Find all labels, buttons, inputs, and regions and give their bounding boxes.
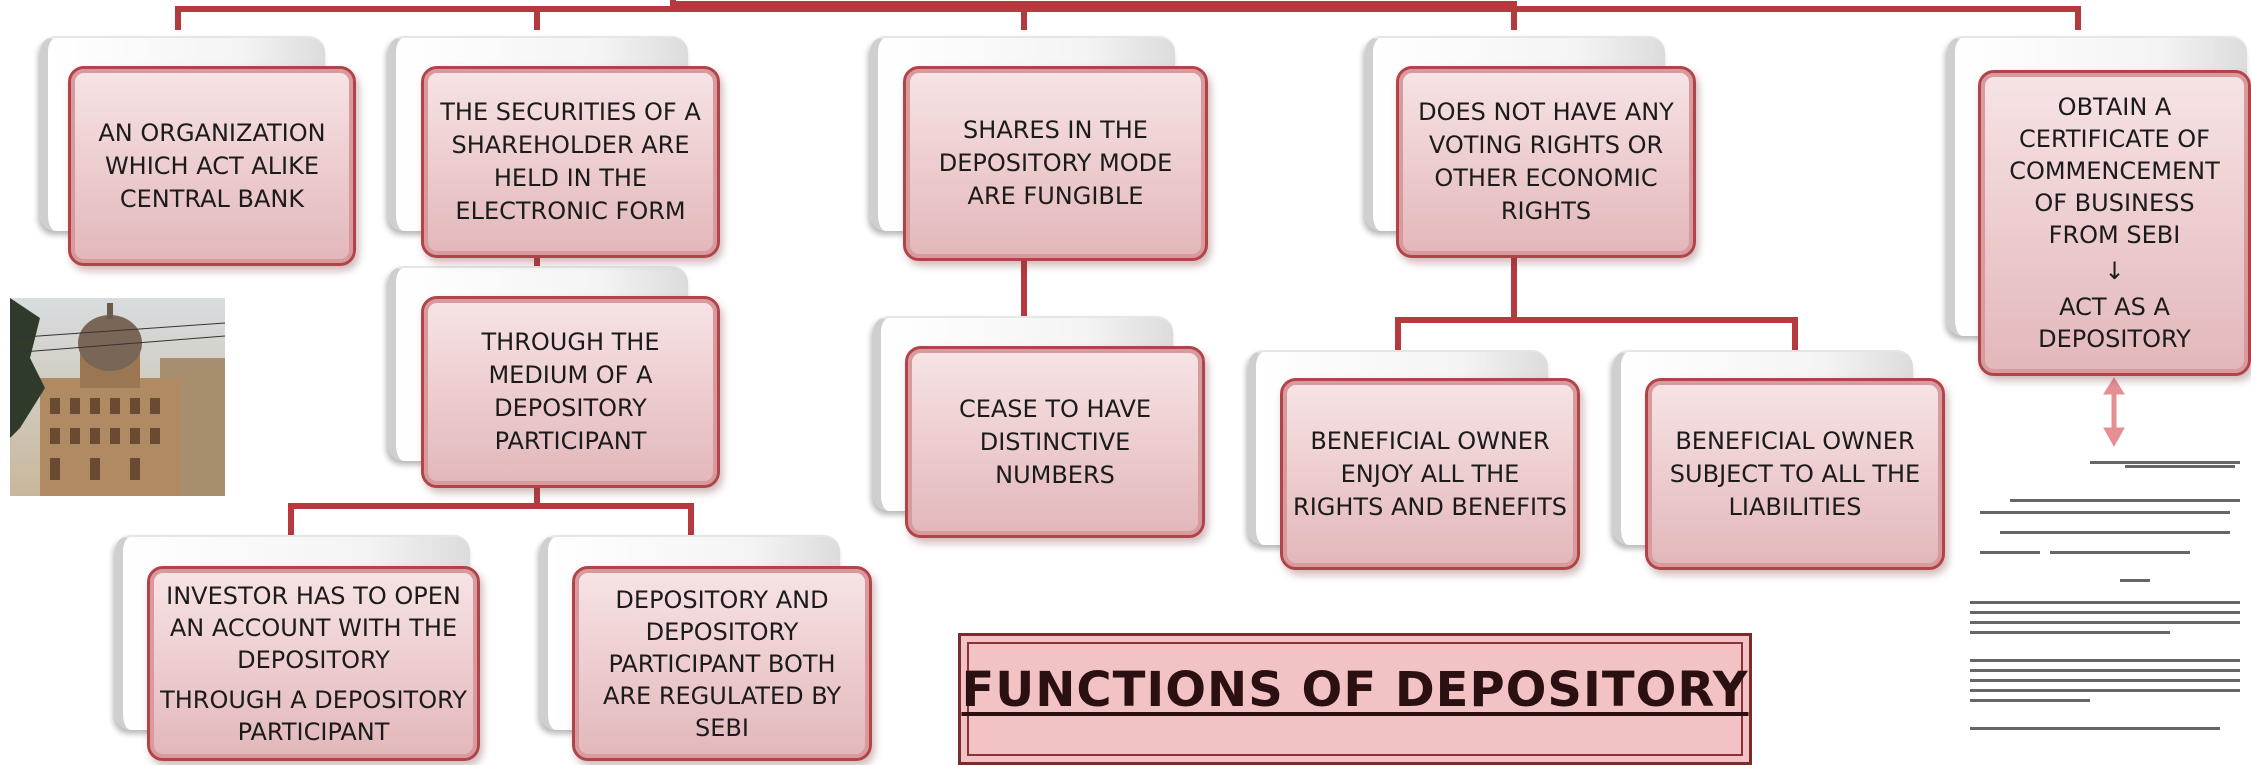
node-text: FROM SEBI bbox=[2048, 221, 2181, 249]
node-text: SHAREHOLDER ARE bbox=[451, 131, 690, 159]
sebi-certificate-document bbox=[1960, 455, 2251, 765]
node-text: ACT AS A bbox=[2059, 293, 2170, 321]
node-text: DISTINCTIVE bbox=[979, 427, 1131, 456]
document-text-line bbox=[2090, 461, 2240, 464]
node-text: OTHER ECONOMIC bbox=[1434, 164, 1658, 192]
node-text: HELD IN THE bbox=[493, 164, 648, 192]
document-text-line bbox=[1970, 679, 2240, 682]
node-text: SHARES IN THE bbox=[963, 116, 1148, 144]
node-liabilities: BENEFICIAL OWNER SUBJECT TO ALL THE LIAB… bbox=[1645, 378, 1945, 570]
node-text: NUMBERS bbox=[995, 460, 1115, 489]
node-text: OF BUSINESS bbox=[2034, 189, 2195, 217]
node-text: DEPOSITORY MODE bbox=[938, 149, 1173, 177]
node-text: OBTAIN A bbox=[2057, 93, 2172, 121]
page-title: FUNCTIONS OF DEPOSITORY bbox=[961, 662, 1749, 718]
node-text: VOTING RIGHTS OR bbox=[1428, 131, 1664, 159]
document-text-line bbox=[1970, 669, 2240, 672]
node-text: DEPOSITORY bbox=[645, 617, 799, 646]
node-text: CENTRAL BANK bbox=[119, 184, 305, 213]
node-text: CEASE TO HAVE bbox=[958, 394, 1152, 423]
node-text: ARE FUNGIBLE bbox=[967, 182, 1144, 210]
node-text: CERTIFICATE OF bbox=[2019, 125, 2210, 153]
node-certificate-of-commencement: OBTAIN A CERTIFICATE OF COMMENCEMENT OF … bbox=[1978, 70, 2251, 376]
node-regulated-by-sebi: DEPOSITORY AND DEPOSITORY PARTICIPANT BO… bbox=[572, 566, 872, 761]
document-text-line bbox=[2050, 551, 2190, 554]
node-text: ARE REGULATED BY bbox=[602, 681, 842, 710]
document-text-line bbox=[1970, 621, 2240, 624]
node-text: COMMENCEMENT bbox=[2009, 157, 2220, 185]
node-text: DEPOSITORY AND bbox=[615, 585, 829, 614]
document-text-line bbox=[1970, 689, 2240, 692]
node-text: AN ORGANIZATION bbox=[98, 118, 326, 147]
node-text: AN ACCOUNT WITH THE bbox=[169, 613, 458, 642]
node-text: ENJOY ALL THE bbox=[1340, 459, 1520, 488]
node-investor-account: INVESTOR HAS TO OPEN AN ACCOUNT WITH THE… bbox=[147, 566, 480, 761]
document-text-line bbox=[1980, 511, 2230, 514]
node-text: PARTICIPANT bbox=[494, 427, 647, 455]
node-text: BENEFICIAL OWNER bbox=[1675, 426, 1915, 455]
double-arrow-icon bbox=[2103, 377, 2125, 448]
node-text: LIABILITIES bbox=[1728, 492, 1862, 521]
node-text: WHICH ACT ALIKE bbox=[104, 151, 320, 180]
document-text-line bbox=[1970, 631, 2170, 634]
node-text: DEPOSITORY bbox=[494, 394, 647, 422]
node-text: DEPOSITORY bbox=[237, 645, 390, 674]
node-text: SEBI bbox=[695, 713, 749, 742]
node-central-bank: AN ORGANIZATION WHICH ACT ALIKE CENTRAL … bbox=[68, 66, 356, 266]
document-text-line bbox=[1970, 659, 2240, 662]
document-text-line bbox=[2125, 465, 2235, 468]
node-text: INVESTOR HAS TO OPEN bbox=[166, 581, 461, 610]
node-voting-rights: DOES NOT HAVE ANY VOTING RIGHTS OR OTHER… bbox=[1396, 66, 1696, 258]
node-depository-participant: THROUGH THE MEDIUM OF A DEPOSITORY PARTI… bbox=[421, 296, 720, 488]
node-text: DOES NOT HAVE ANY bbox=[1418, 98, 1674, 126]
document-text-line bbox=[2010, 499, 2240, 502]
node-text: RIGHTS AND BENEFITS bbox=[1293, 492, 1567, 521]
node-text: MEDIUM OF A bbox=[488, 361, 653, 389]
document-text-line bbox=[1970, 601, 2240, 604]
document-text-line bbox=[1970, 727, 2220, 730]
node-text: PARTICIPANT bbox=[237, 717, 390, 746]
node-text: THROUGH THE bbox=[481, 328, 660, 356]
node-electronic-form: THE SECURITIES OF A SHAREHOLDER ARE HELD… bbox=[421, 66, 720, 258]
node-text: ELECTRONIC FORM bbox=[455, 197, 686, 225]
node-text: DEPOSITORY bbox=[2038, 325, 2191, 353]
node-text: THE SECURITIES OF A bbox=[440, 98, 701, 126]
building-photo bbox=[10, 298, 225, 496]
node-text: THROUGH A DEPOSITORY bbox=[160, 685, 467, 714]
node-text: PARTICIPANT BOTH bbox=[608, 649, 836, 678]
document-text-line bbox=[1970, 699, 2090, 702]
node-fungible: SHARES IN THE DEPOSITORY MODE ARE FUNGIB… bbox=[903, 66, 1208, 261]
node-text: BENEFICIAL OWNER bbox=[1310, 426, 1550, 455]
title-box: FUNCTIONS OF DEPOSITORY bbox=[958, 633, 1752, 765]
document-text-line bbox=[1970, 611, 2240, 614]
document-text-line bbox=[2120, 579, 2150, 582]
node-distinctive-numbers: CEASE TO HAVE DISTINCTIVE NUMBERS bbox=[905, 346, 1205, 538]
node-text: SUBJECT TO ALL THE bbox=[1669, 459, 1921, 488]
node-text: RIGHTS bbox=[1500, 197, 1592, 225]
document-text-line bbox=[1980, 551, 2040, 554]
down-arrow-icon: ↓ bbox=[2104, 257, 2125, 285]
document-text-line bbox=[2000, 531, 2230, 534]
node-rights-and-benefits: BENEFICIAL OWNER ENJOY ALL THE RIGHTS AN… bbox=[1280, 378, 1580, 570]
